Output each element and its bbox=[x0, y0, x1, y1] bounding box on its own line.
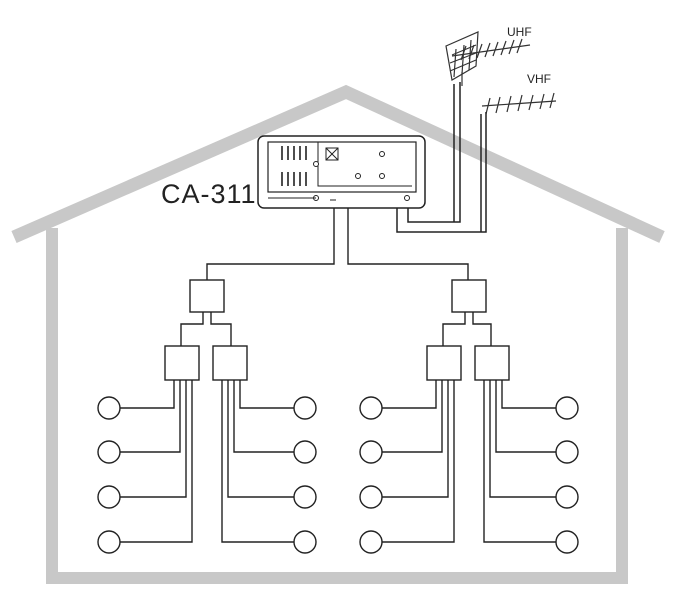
trunk-cables bbox=[206, 208, 469, 280]
tv-outlet bbox=[359, 485, 383, 509]
splitter-cables bbox=[180, 312, 492, 346]
amplifier-label: CA-311 bbox=[161, 179, 257, 209]
tv-outlets bbox=[97, 396, 579, 554]
tv-outlet bbox=[359, 440, 383, 464]
tv-outlet bbox=[97, 530, 121, 554]
tv-outlet bbox=[293, 396, 317, 420]
tv-outlet bbox=[293, 440, 317, 464]
uhf-antenna bbox=[445, 31, 531, 86]
tv-outlet bbox=[97, 440, 121, 464]
tap-box-2 bbox=[212, 345, 248, 381]
vhf-label: VHF bbox=[527, 72, 551, 86]
tv-outlet bbox=[97, 485, 121, 509]
tv-outlet bbox=[555, 396, 579, 420]
tv-outlet bbox=[97, 396, 121, 420]
tv-outlet bbox=[293, 485, 317, 509]
tap-box-3 bbox=[426, 345, 462, 381]
uhf-label: UHF bbox=[507, 25, 532, 39]
tv-outlet bbox=[359, 396, 383, 420]
outlet-cables bbox=[120, 380, 556, 543]
tv-outlet bbox=[555, 440, 579, 464]
tap-box-1 bbox=[164, 345, 200, 381]
tv-outlet bbox=[359, 530, 383, 554]
antenna-cables bbox=[396, 82, 487, 233]
tv-outlet bbox=[293, 530, 317, 554]
splitter-right bbox=[451, 279, 487, 313]
tv-outlet bbox=[555, 530, 579, 554]
house-outline bbox=[11, 84, 665, 584]
amplifier-ca311 bbox=[257, 135, 426, 209]
tv-outlet bbox=[555, 485, 579, 509]
splitter-left bbox=[189, 279, 225, 313]
tap-box-4 bbox=[474, 345, 510, 381]
vhf-antenna bbox=[481, 92, 557, 115]
